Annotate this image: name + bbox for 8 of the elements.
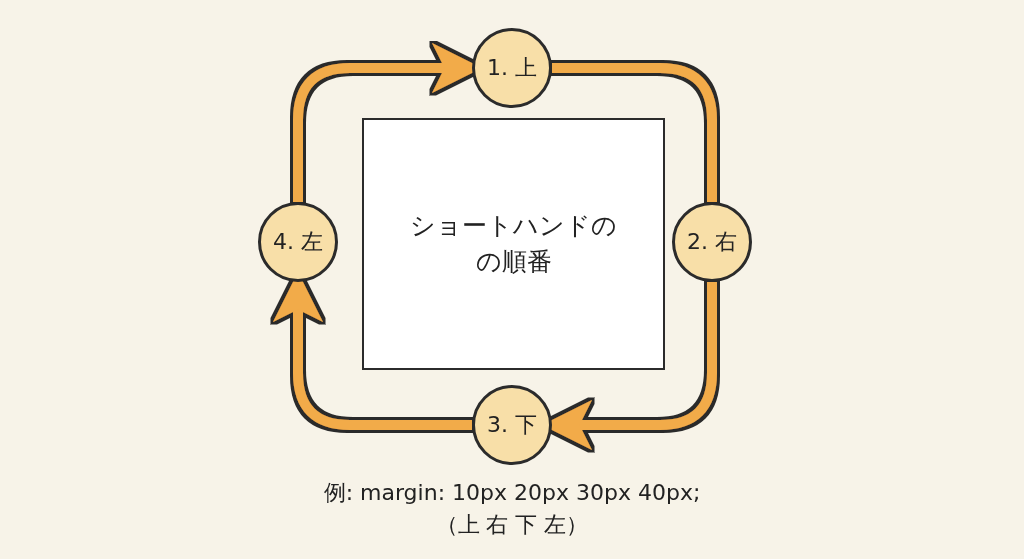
- node-label: ショートハンドのの順番: [409, 209, 618, 278]
- node-label: 2. 右: [687, 228, 737, 257]
- node-label: 1. 上: [487, 54, 537, 83]
- node-label: 4. 左: [273, 228, 323, 257]
- example-note: （上 右 下 左）: [434, 511, 590, 539]
- node-label: 3. 下: [487, 411, 537, 440]
- example-note: 例: margin: 10px 20px 30px 40px;: [322, 479, 702, 507]
- process-box: [362, 118, 665, 370]
